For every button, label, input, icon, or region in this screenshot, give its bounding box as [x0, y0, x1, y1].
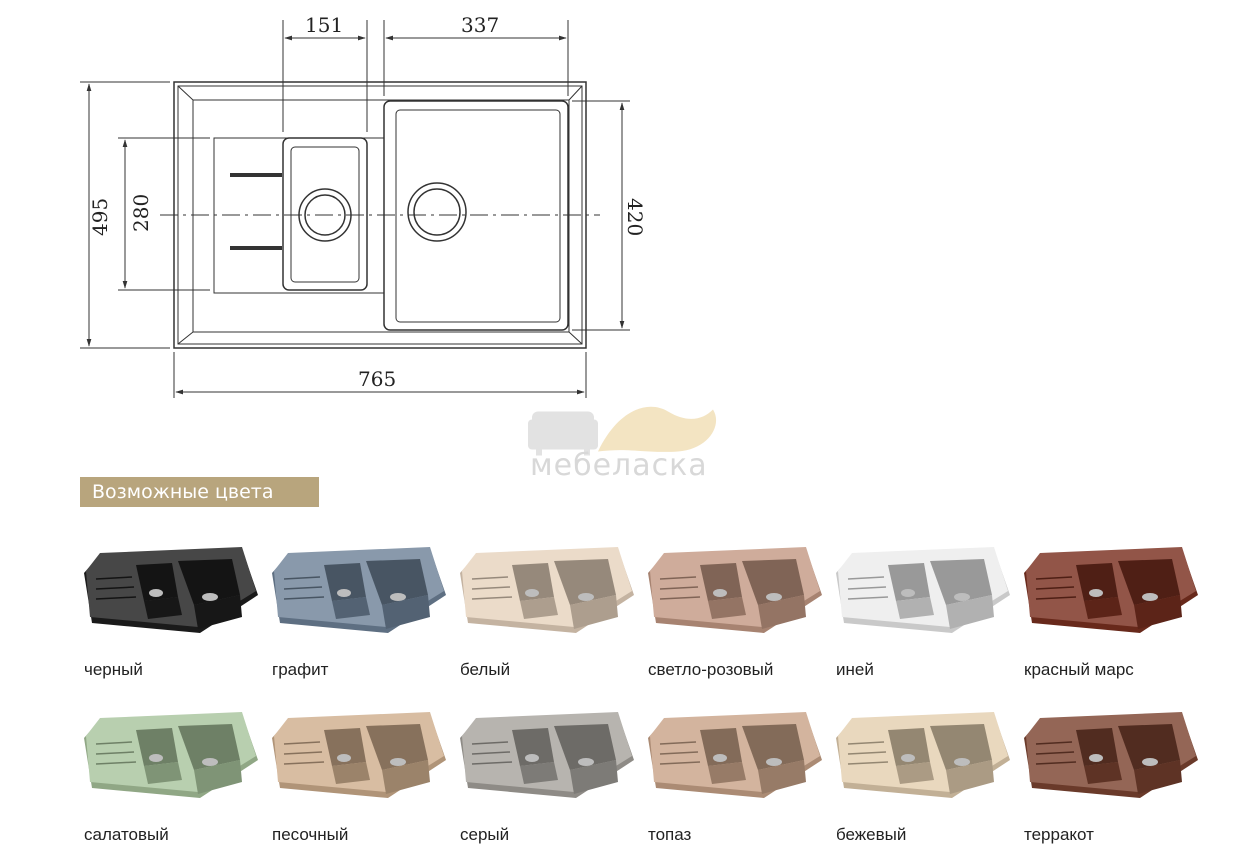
color-swatch: салатовый	[82, 708, 262, 844]
small-bowl-outline	[282, 137, 368, 291]
color-swatch: топаз	[646, 708, 826, 844]
color-swatch-label: серый	[460, 825, 510, 844]
color-swatch-label: белый	[460, 660, 511, 679]
sink-swatch-icon	[84, 547, 258, 633]
color-swatch-label: светло-розовый	[648, 660, 774, 679]
color-swatch: иней	[834, 543, 1014, 679]
color-swatch-label: черный	[84, 660, 143, 679]
large-bowl-drain	[407, 182, 467, 242]
color-swatch-label: салатовый	[84, 825, 169, 844]
sink-swatch-icon	[1024, 547, 1198, 633]
sink-swatch-icon	[84, 712, 258, 798]
dimension-420: 420	[623, 198, 647, 236]
color-swatch: серый	[458, 708, 638, 844]
color-swatch-label: бежевый	[836, 825, 907, 844]
color-swatch-label: красный марс	[1024, 660, 1134, 679]
dimension-495: 495	[88, 198, 112, 236]
sink-swatch-icon	[836, 547, 1010, 633]
color-swatch: графит	[270, 543, 450, 679]
color-swatch: терракот	[1022, 708, 1202, 844]
watermark-logo-icon	[528, 406, 717, 456]
sink-inner-rim	[192, 99, 570, 333]
sink-swatch-icon	[460, 712, 634, 798]
sink-swatch-icon	[272, 712, 446, 798]
color-swatch: светло-розовый	[646, 543, 826, 679]
color-swatch: бежевый	[834, 708, 1014, 844]
dimension-337: 337	[461, 13, 499, 37]
dimension-765: 765	[358, 367, 396, 391]
color-swatch-label: топаз	[648, 825, 692, 844]
dimension-280: 280	[129, 194, 153, 232]
color-swatch-label: терракот	[1024, 825, 1094, 844]
sink-swatch-icon	[1024, 712, 1198, 798]
sink-swatch-icon	[272, 547, 446, 633]
color-swatch: песочный	[270, 708, 450, 844]
colors-section-title: Возможные цвета	[80, 477, 319, 507]
color-swatch-label: графит	[272, 660, 329, 679]
sink-swatch-icon	[460, 547, 634, 633]
color-swatch: красный марс	[1022, 543, 1202, 679]
color-swatch-label: песочный	[272, 825, 349, 844]
sink-swatch-icon	[648, 547, 822, 633]
color-swatch: белый	[458, 543, 638, 679]
sink-swatch-icon	[648, 712, 822, 798]
sink-technical-drawing: 151 337 495 280 420 765	[80, 13, 647, 398]
dimension-151: 151	[305, 13, 343, 37]
watermark-text: мебеласка	[530, 448, 708, 483]
color-swatch-label: иней	[836, 660, 874, 679]
color-swatch: черный	[82, 543, 262, 679]
sink-swatch-icon	[836, 712, 1010, 798]
